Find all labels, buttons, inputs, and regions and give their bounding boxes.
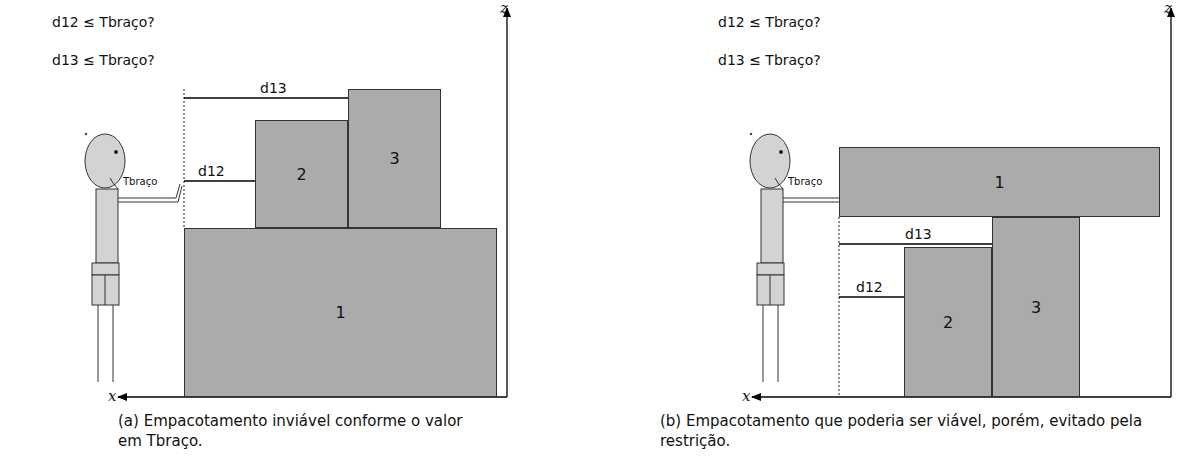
axis-label: z — [1164, 0, 1172, 17]
question-text: d13 ≤ Tbraço? — [52, 52, 155, 68]
question-text: d12 ≤ Tbraço? — [718, 14, 821, 30]
arm-length-label: Tbraço — [788, 176, 822, 188]
package-box: 2 — [904, 247, 992, 397]
question-text: d13 ≤ Tbraço? — [718, 52, 821, 68]
distance-label: d13 — [905, 226, 932, 242]
box-number: 1 — [994, 173, 1004, 192]
axis-label: x — [742, 388, 750, 405]
package-box: 3 — [348, 89, 441, 228]
arm-length-label: Tbraço — [123, 176, 157, 188]
package-box: 3 — [992, 217, 1080, 397]
package-box: 2 — [255, 120, 348, 228]
axis-label: z — [500, 0, 508, 17]
box-number: 2 — [943, 313, 953, 332]
distance-label: d13 — [260, 80, 287, 96]
box-number: 3 — [1031, 298, 1041, 317]
question-text: d12 ≤ Tbraço? — [52, 14, 155, 30]
box-number: 1 — [335, 303, 345, 322]
package-box: 1 — [184, 228, 497, 397]
caption: (a) Empacotamento inviável conforme o va… — [118, 412, 478, 451]
caption: (b) Empacotamento que poderia ser viável… — [660, 412, 1180, 451]
distance-label: d12 — [198, 163, 225, 179]
package-box: 1 — [839, 147, 1160, 217]
distance-label: d12 — [856, 279, 883, 295]
box-number: 3 — [389, 149, 399, 168]
box-number: 2 — [296, 165, 306, 184]
axis-label: x — [108, 388, 116, 405]
